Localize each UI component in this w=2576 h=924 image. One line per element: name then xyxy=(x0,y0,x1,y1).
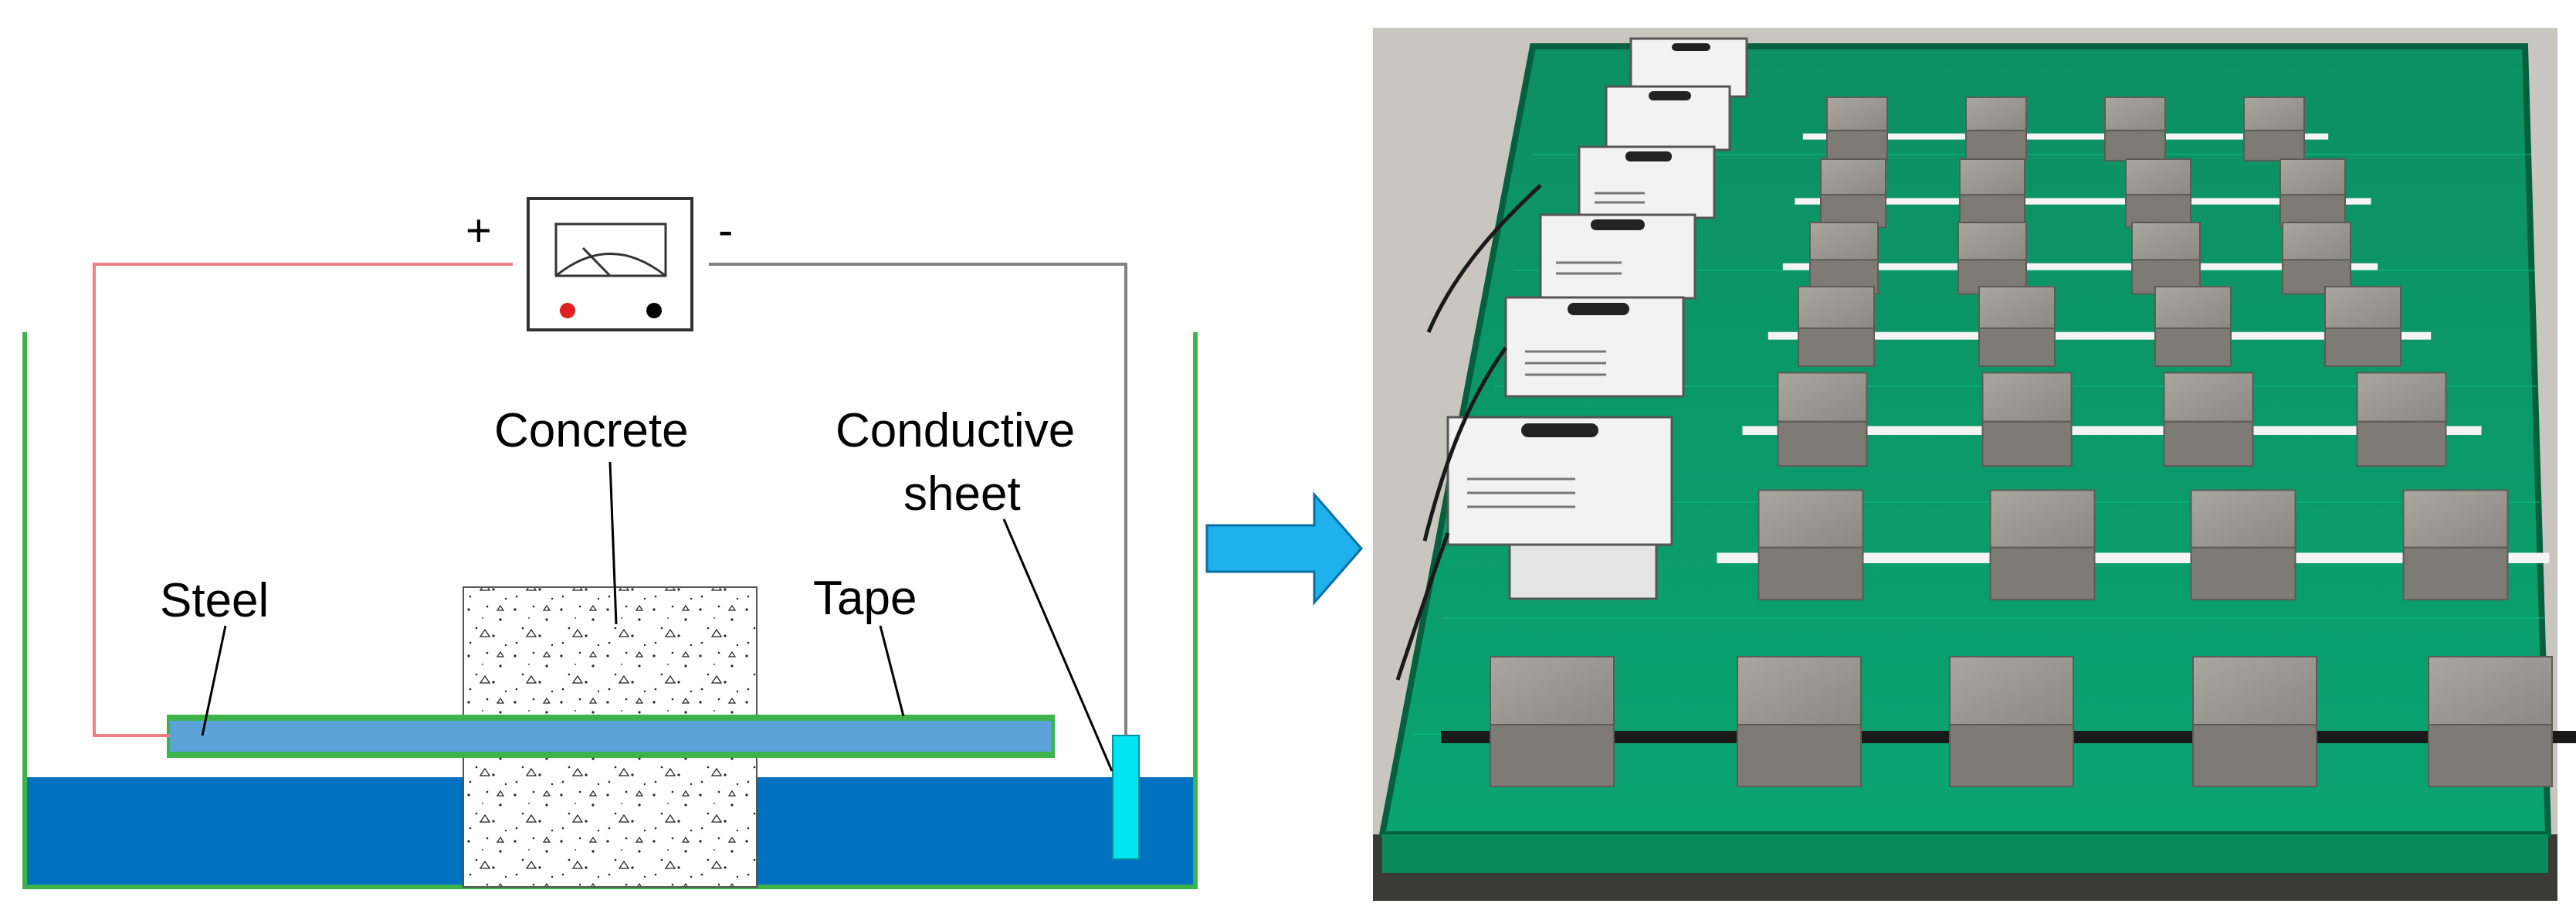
concrete-cube xyxy=(2154,286,2232,367)
concrete-cube xyxy=(1798,286,1875,367)
concrete-cube xyxy=(1959,158,2025,229)
power-supply xyxy=(1578,145,1716,219)
concrete-cube xyxy=(1490,656,1615,787)
concrete-cube xyxy=(2192,656,2317,787)
specimens xyxy=(1441,97,2576,787)
concrete-cube xyxy=(2356,372,2447,467)
power-supply xyxy=(1446,416,1673,600)
concrete-cube xyxy=(2428,656,2553,787)
photo-setup xyxy=(1373,28,2576,901)
label-tape: Tape xyxy=(813,572,917,625)
label-conductive: Conductive xyxy=(836,404,1075,457)
leader-tape xyxy=(879,625,905,717)
positive-terminal xyxy=(560,303,575,318)
schematic: + - Concrete Conductive sheet Steel Tape xyxy=(22,197,1198,889)
concrete-cube xyxy=(1809,222,1879,295)
concrete-cube xyxy=(2131,222,2201,295)
arrow-right xyxy=(1205,491,1363,606)
voltmeter xyxy=(527,197,693,331)
concrete-cube xyxy=(1737,656,1862,787)
concrete-cube xyxy=(2243,97,2305,161)
concrete-cube xyxy=(2190,489,2296,601)
label-steel: Steel xyxy=(160,574,269,627)
power-supplies xyxy=(1446,37,1748,600)
leader-concrete xyxy=(608,461,618,625)
concrete-cube xyxy=(1978,286,2056,367)
concrete-cube xyxy=(1981,372,2073,467)
concrete-cube xyxy=(2125,158,2191,229)
label-concrete: Concrete xyxy=(494,404,689,457)
leader-steel xyxy=(201,625,227,736)
leader-sheet xyxy=(1002,518,1113,772)
power-supply xyxy=(1605,85,1731,151)
concrete-cube xyxy=(2279,158,2346,229)
concrete-cube xyxy=(1989,489,2096,601)
concrete-cube xyxy=(2324,286,2401,367)
concrete-cube xyxy=(2282,222,2351,295)
negative-terminal xyxy=(646,303,662,318)
concrete-cube xyxy=(1820,158,1886,229)
concrete-cube xyxy=(1957,222,2027,295)
concrete-cube xyxy=(2104,97,2166,161)
cables xyxy=(1395,184,1542,681)
plus-sign: + xyxy=(466,206,492,256)
steel-bar xyxy=(170,721,1052,752)
positive-wire xyxy=(93,263,513,737)
concrete-cube xyxy=(1757,489,1864,601)
concrete-cube xyxy=(1949,656,2074,787)
concrete-cube xyxy=(2402,489,2509,601)
power-supply xyxy=(1504,296,1685,398)
concrete-cube xyxy=(2163,372,2254,467)
concrete-cube xyxy=(1965,97,2027,161)
minus-sign: - xyxy=(718,206,733,256)
negative-wire xyxy=(709,263,1127,735)
concrete-cube xyxy=(1826,97,1888,161)
label-sheet: sheet xyxy=(903,467,1021,521)
conductive-sheet xyxy=(1112,735,1140,860)
power-supply xyxy=(1539,213,1696,300)
concrete-cube xyxy=(1777,372,1868,467)
